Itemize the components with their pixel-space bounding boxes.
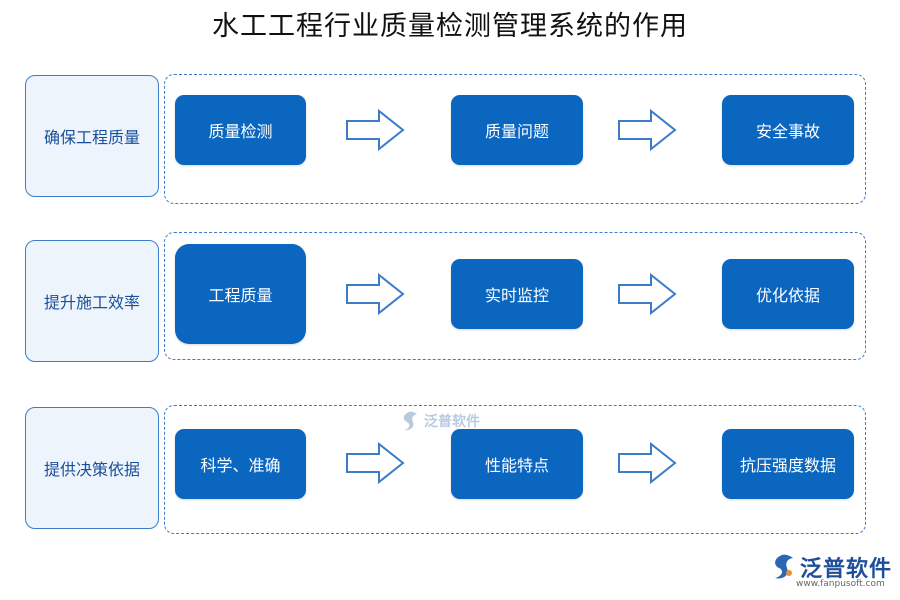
step-node: 工程质量 — [175, 244, 306, 344]
logo-text: 泛普软件 — [800, 557, 893, 582]
logo-swirl-icon — [775, 554, 793, 579]
row-label-text: 提供决策依据 — [43, 460, 140, 479]
step-node: 抗压强度数据 — [722, 429, 854, 499]
diagram-title: 水工工程行业质量检测管理系统的作用 — [212, 11, 688, 42]
arrow-right-icon — [346, 272, 405, 316]
row-frame-3 — [164, 405, 866, 534]
arrow-right-icon — [346, 108, 405, 152]
row-label-1: 确保工程质量 — [25, 75, 159, 197]
row-frame-2 — [164, 232, 866, 360]
row-label-text: 提升施工效率 — [43, 293, 140, 312]
step-node: 实时监控 — [451, 259, 583, 329]
step-node: 性能特点 — [451, 429, 583, 499]
arrow-right-icon — [618, 272, 677, 316]
row-label-3: 提供决策依据 — [25, 407, 159, 529]
step-node: 质量检测 — [175, 95, 306, 165]
logo-url: www.fanpusoft.com — [796, 579, 885, 589]
step-node: 安全事故 — [722, 95, 854, 165]
arrow-right-icon — [618, 441, 677, 485]
step-node: 优化依据 — [722, 259, 854, 329]
watermark: 泛普软件 — [398, 410, 480, 432]
arrow-right-icon — [346, 441, 405, 485]
arrow-right-icon — [618, 108, 677, 152]
watermark-text: 泛普软件 — [424, 414, 480, 430]
step-node: 质量问题 — [451, 95, 583, 165]
row-label-text: 确保工程质量 — [43, 128, 140, 147]
row-frame-1 — [164, 74, 866, 204]
step-node: 科学、准确 — [175, 429, 306, 499]
row-label-2: 提升施工效率 — [25, 240, 159, 362]
logo-swirl-icon — [403, 411, 417, 431]
brand-logo: 泛普软件 — [768, 551, 892, 583]
